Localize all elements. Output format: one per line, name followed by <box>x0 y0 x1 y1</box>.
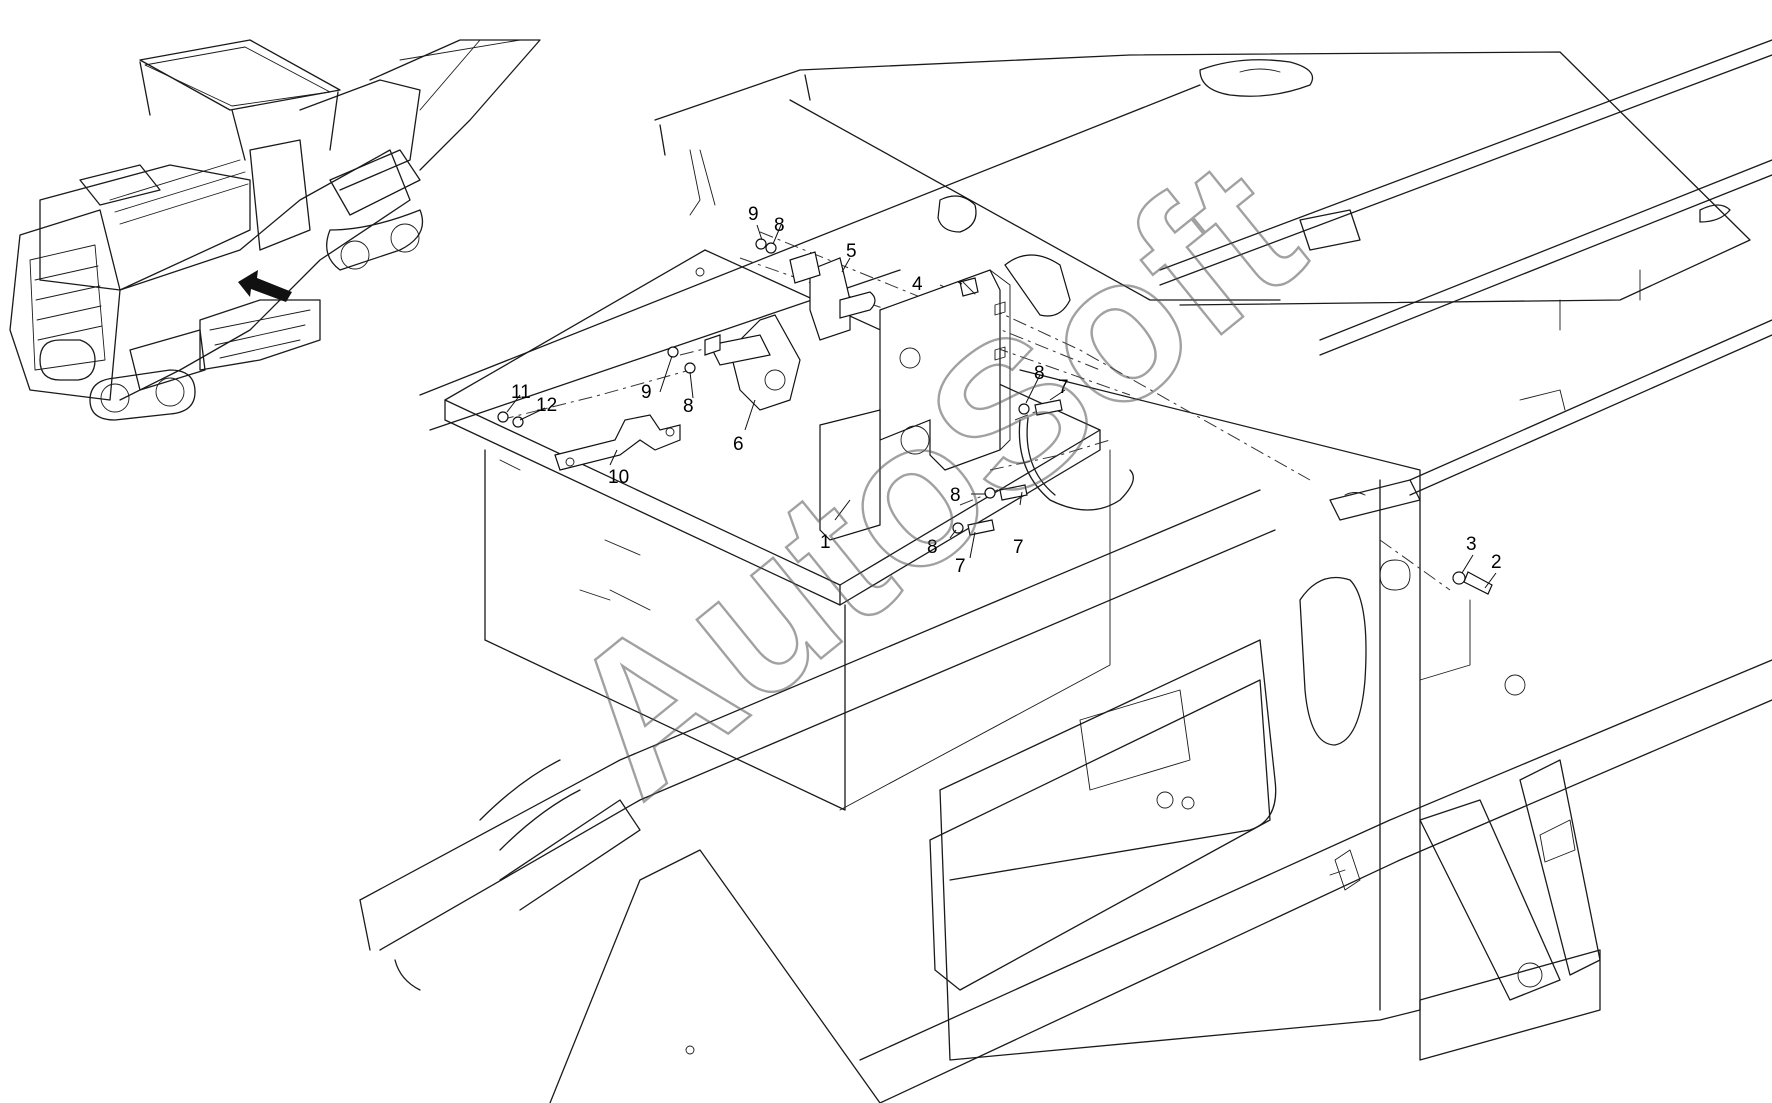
callout-3: 3 <box>1466 534 1477 555</box>
callout-9: 9 <box>748 204 759 225</box>
callout-8: 8 <box>1034 363 1045 384</box>
callout-labels: 9 8 5 4 8 7 9 8 6 10 11 12 1 8 7 8 7 3 2 <box>511 204 1502 577</box>
callout-6: 6 <box>733 434 744 455</box>
washer-part-8 <box>684 362 696 374</box>
callout-11: 11 <box>511 382 531 403</box>
callout-1: 1 <box>820 532 831 553</box>
callout-8: 8 <box>774 215 785 236</box>
callout-7: 7 <box>1013 537 1024 558</box>
nut-part-9 <box>755 238 767 250</box>
callout-8: 8 <box>950 485 961 506</box>
callout-8: 8 <box>927 537 938 558</box>
callout-12: 12 <box>536 395 557 416</box>
washer-part-3 <box>1452 571 1466 585</box>
bolt-part-7 <box>999 484 1028 501</box>
location-arrow <box>238 270 292 302</box>
watermark-text: AutoSoft <box>524 117 1341 839</box>
callout-10: 10 <box>608 467 629 488</box>
ground-cable <box>1018 417 1134 511</box>
bolt-part-7 <box>1034 399 1063 416</box>
callout-4: 4 <box>912 274 923 295</box>
fasteners <box>497 238 1493 595</box>
clip-part-4 <box>959 277 979 297</box>
machine-frame <box>359 39 1772 1103</box>
washer-part-12 <box>512 416 524 428</box>
battery-switch-part-5 <box>789 251 876 341</box>
washer-part-8 <box>984 487 996 499</box>
washer-part-8 <box>1018 403 1030 415</box>
washer-part-8 <box>765 242 777 254</box>
nut-part-9 <box>667 346 679 358</box>
callout-9: 9 <box>641 382 652 403</box>
nut-part-11 <box>497 411 509 423</box>
bolt-part-2 <box>1463 571 1493 595</box>
bolt-part-7 <box>967 519 995 536</box>
callout-7: 7 <box>955 556 966 577</box>
disconnect-switch-part-6 <box>704 314 801 411</box>
callout-5: 5 <box>846 241 857 262</box>
strap-part-10 <box>554 414 681 471</box>
callout-7: 7 <box>1058 377 1069 398</box>
callout-8: 8 <box>683 396 694 417</box>
leader-lines <box>506 224 1497 589</box>
mounting-bracket-part-1 <box>819 269 1011 541</box>
callout-2: 2 <box>1491 552 1502 573</box>
terminal-post <box>937 195 1071 317</box>
machine-overview-thumbnail <box>9 39 541 421</box>
